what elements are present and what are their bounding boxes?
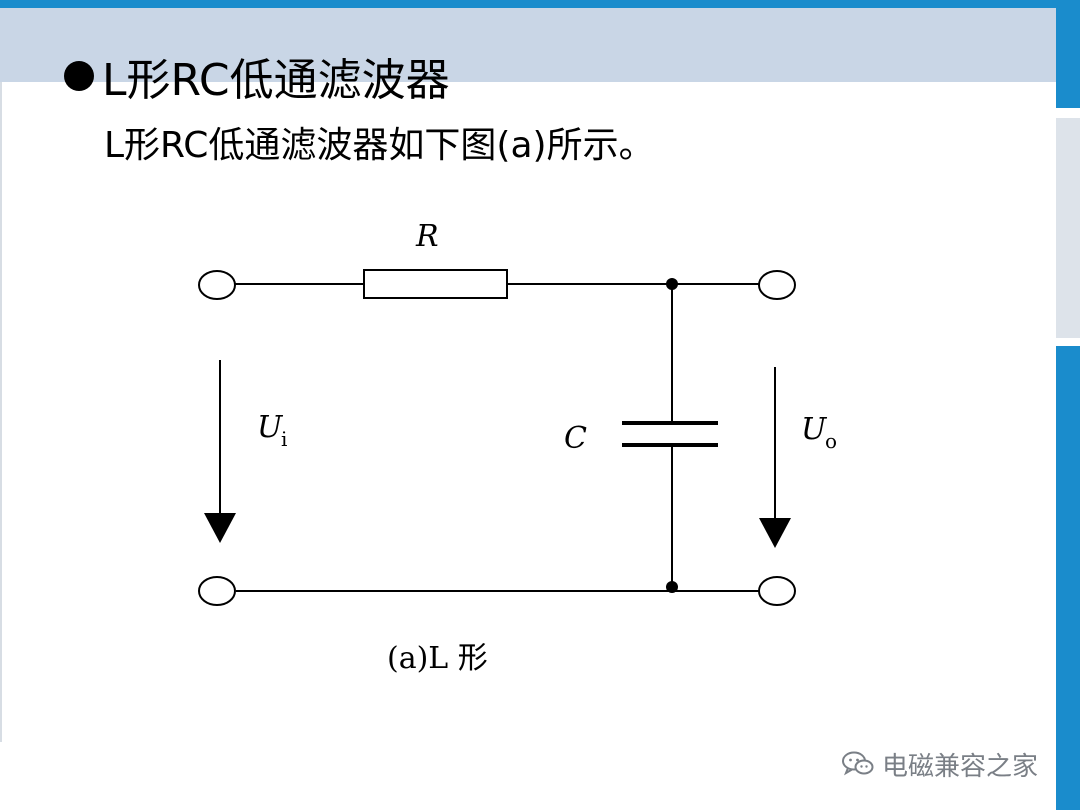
output-terminal-bottom <box>758 576 796 606</box>
resistor-symbol <box>363 269 508 299</box>
input-voltage-subscript: i <box>281 427 287 451</box>
top-stripe <box>0 0 1080 8</box>
output-voltage-subscript: o <box>825 429 837 453</box>
junction-dot-bottom <box>666 581 678 593</box>
input-voltage-label: U <box>257 410 284 445</box>
output-voltage-label: U <box>801 412 828 447</box>
wechat-icon <box>842 751 874 776</box>
input-terminal-bottom <box>198 576 236 606</box>
slide-title: L形RC低通滤波器 <box>64 46 450 106</box>
right-bar-segment <box>1056 8 1080 108</box>
capacitor-label: C <box>564 421 587 456</box>
capacitor-symbol <box>622 421 718 447</box>
diagram-caption: (a)L 形 <box>387 641 488 676</box>
watermark: 电磁兼容之家 <box>842 744 1038 784</box>
right-bar-segment <box>1056 346 1080 810</box>
output-terminal-top <box>758 270 796 300</box>
right-bar-gap <box>1056 108 1080 118</box>
right-side-bar <box>1056 8 1080 810</box>
watermark-text: 电磁兼容之家 <box>882 751 1039 782</box>
right-bar-segment-light <box>1056 118 1080 338</box>
left-edge-line <box>0 82 2 742</box>
junction-dot-top <box>666 278 678 290</box>
bullet-icon <box>64 61 94 91</box>
output-voltage-arrow <box>759 367 791 548</box>
input-terminal-top <box>198 270 236 300</box>
slide-subtitle: L形RC低通滤波器如下图(a)所示。 <box>104 125 655 166</box>
slide-title-text: L形RC低通滤波器 <box>102 55 450 106</box>
right-bar-gap <box>1056 338 1080 346</box>
resistor-label: R <box>415 219 439 254</box>
header-band <box>0 8 1056 82</box>
input-voltage-arrow <box>204 360 236 543</box>
